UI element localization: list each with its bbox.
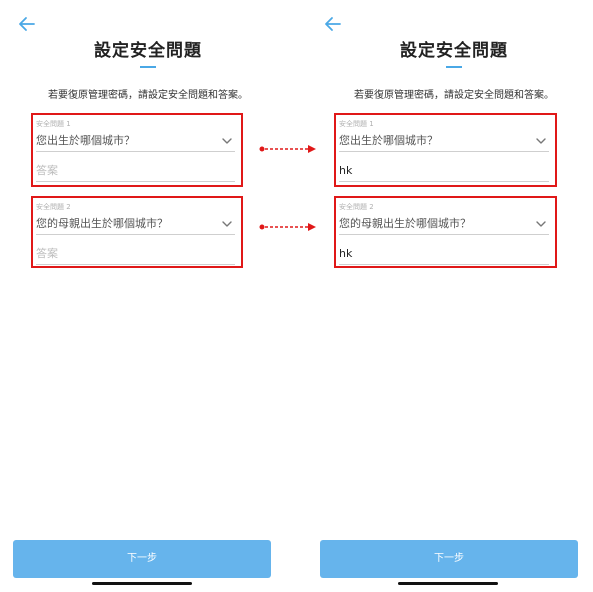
question-1-selected: 您出生於哪個城市？ bbox=[36, 134, 135, 147]
answer-1-input[interactable]: 答案 bbox=[36, 161, 235, 182]
question-2-selected: 您的母親出生於哪個城市？ bbox=[339, 217, 471, 230]
page-title: 設定安全問題 bbox=[400, 41, 508, 61]
screen-after: 設定安全問題 若要復原管理密碼，請設定安全問題和答案。 安全問題 1 您出生於哪… bbox=[309, 0, 593, 592]
next-button[interactable]: 下一步 bbox=[13, 540, 271, 578]
title-underline bbox=[140, 66, 156, 68]
question-2-group: 安全問題 2 您的母親出生於哪個城市？ hk bbox=[334, 196, 557, 268]
page-title: 設定安全問題 bbox=[94, 41, 202, 61]
dashed-arrow-icon bbox=[259, 145, 316, 153]
back-button[interactable] bbox=[17, 14, 37, 34]
question-2-select[interactable]: 您的母親出生於哪個城市？ bbox=[36, 214, 235, 235]
back-button[interactable] bbox=[323, 14, 343, 34]
next-button[interactable]: 下一步 bbox=[320, 540, 578, 578]
answer-1-input[interactable]: hk bbox=[339, 161, 549, 182]
back-arrow-icon bbox=[325, 17, 341, 31]
home-indicator[interactable] bbox=[92, 582, 192, 585]
question-2-select[interactable]: 您的母親出生於哪個城市？ bbox=[339, 214, 549, 235]
question-1-label: 安全問題 1 bbox=[339, 120, 374, 128]
question-2-selected: 您的母親出生於哪個城市？ bbox=[36, 217, 168, 230]
question-2-label: 安全問題 2 bbox=[339, 203, 374, 211]
dashed-arrow-icon bbox=[259, 223, 316, 231]
answer-2-input[interactable]: hk bbox=[339, 244, 549, 265]
screen-before: 設定安全問題 若要復原管理密碼，請設定安全問題和答案。 安全問題 1 您出生於哪… bbox=[3, 0, 293, 592]
page-subtitle: 若要復原管理密碼，請設定安全問題和答案。 bbox=[354, 90, 554, 101]
question-1-select[interactable]: 您出生於哪個城市？ bbox=[36, 131, 235, 152]
question-1-group: 安全問題 1 您出生於哪個城市？ hk bbox=[334, 113, 557, 187]
chevron-down-icon bbox=[222, 221, 232, 227]
question-1-label: 安全問題 1 bbox=[36, 120, 71, 128]
question-1-group: 安全問題 1 您出生於哪個城市？ 答案 bbox=[31, 113, 243, 187]
chevron-down-icon bbox=[222, 138, 232, 144]
back-arrow-icon bbox=[19, 17, 35, 31]
chevron-down-icon bbox=[536, 221, 546, 227]
chevron-down-icon bbox=[536, 138, 546, 144]
title-underline bbox=[446, 66, 462, 68]
question-1-selected: 您出生於哪個城市？ bbox=[339, 134, 438, 147]
question-1-select[interactable]: 您出生於哪個城市？ bbox=[339, 131, 549, 152]
answer-2-input[interactable]: 答案 bbox=[36, 244, 235, 265]
page-subtitle: 若要復原管理密碼，請設定安全問題和答案。 bbox=[48, 90, 248, 101]
question-2-label: 安全問題 2 bbox=[36, 203, 71, 211]
home-indicator[interactable] bbox=[398, 582, 498, 585]
question-2-group: 安全問題 2 您的母親出生於哪個城市？ 答案 bbox=[31, 196, 243, 268]
